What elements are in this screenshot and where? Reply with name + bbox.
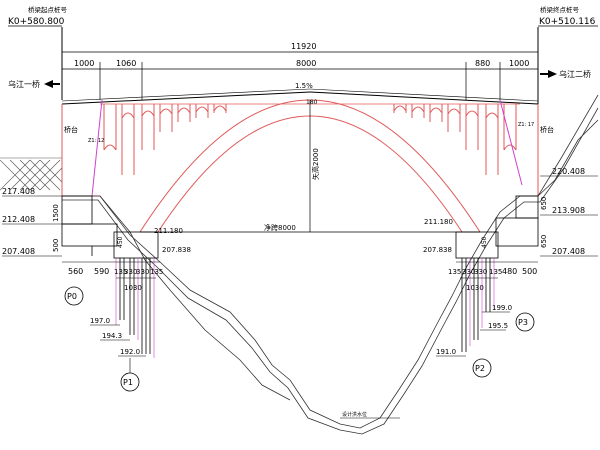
station-caption-right: 桥梁终点桩号 — [540, 5, 580, 14]
pile-elevations-right — [436, 311, 510, 357]
arch-structure — [61, 99, 539, 233]
pier-left-1: 135 — [114, 268, 127, 276]
arrow-right-icon — [548, 70, 557, 78]
station-right: K0+510.116 — [539, 17, 596, 27]
dim-total: 11920 — [291, 42, 316, 51]
dim-span-left-1: 1000 — [74, 59, 94, 68]
pier-right-1: 135 — [448, 268, 461, 276]
svg-text:设计洪水位: 设计洪水位 — [342, 411, 367, 418]
arch-rise-label: 矢高2000 — [311, 148, 320, 180]
pier-foundation-left — [113, 231, 159, 354]
svg-text:P0: P0 — [67, 292, 77, 301]
elevations-right: 220.408 213.908 207.408 650 650 — [540, 167, 598, 257]
svg-text:P1: P1 — [123, 378, 133, 387]
dim-span-main: 8000 — [296, 59, 316, 68]
station-left: K0+580.800 — [8, 17, 65, 27]
found-height-left: 450 — [117, 236, 124, 248]
pile-left-3: 192.0 — [120, 348, 140, 356]
pier-width-left: 1030 — [124, 284, 142, 292]
ground-note: 设计洪水位 — [340, 411, 400, 419]
pier-right-3: 330 — [474, 268, 487, 276]
pier-left-3: 330 — [136, 268, 149, 276]
arch-span-label: 净跨8000 — [264, 223, 296, 232]
pile-right-1: 191.0 — [436, 348, 456, 356]
bridge-deck — [61, 88, 539, 105]
svg-text:217.408: 217.408 — [2, 187, 35, 196]
pile-left-2: 194.3 — [102, 332, 122, 340]
pile-right-3: 195.5 — [488, 322, 508, 330]
pile-left-1: 197.0 — [90, 317, 110, 325]
arrow-left-icon — [44, 80, 53, 88]
arch-crown: 180 — [306, 99, 318, 106]
base-right-2: 500 — [522, 267, 537, 276]
base-left-1: 560 — [68, 267, 83, 276]
pier-note-left: Z1: 12 — [88, 138, 104, 144]
svg-text:乌江一桥: 乌江一桥 — [8, 79, 40, 89]
dim-span-right-1: 1000 — [509, 59, 529, 68]
springing-right: 211.180 — [424, 218, 453, 226]
svg-text:220.408: 220.408 — [552, 167, 585, 176]
springing-left: 211.180 — [154, 227, 183, 235]
pier-width-right: 1030 — [466, 284, 484, 292]
station-caption-left: 桥梁起点桩号 — [28, 5, 68, 14]
svg-text:212.408: 212.408 — [2, 215, 35, 224]
height-right-1: 650 — [540, 197, 548, 210]
pier-right-2: 330 — [462, 268, 475, 276]
pier-foundation-right — [455, 231, 499, 352]
direction-left: 乌江一桥 — [8, 79, 60, 89]
abutment-label-left: 桥台 — [64, 125, 78, 134]
base-left-2: 590 — [94, 267, 109, 276]
dim-span-left-2: 1060 — [116, 59, 136, 68]
svg-text:207.408: 207.408 — [2, 247, 35, 256]
bottom-dimensions — [62, 261, 538, 279]
found-height-right: 450 — [481, 236, 488, 248]
abutment-label-right: 桥台 — [540, 125, 554, 134]
approach-lines — [91, 99, 523, 197]
abutment-left — [61, 195, 118, 256]
rock-hatch-left — [0, 157, 63, 191]
pier-note-right: Z1: 17 — [518, 122, 534, 128]
arch-slope: 1.5% — [295, 82, 313, 90]
elevations-left: 217.408 212.408 207.408 1500 500 — [2, 187, 62, 257]
dim-span-right-2: 880 — [475, 59, 490, 68]
pier-left-4: 135 — [150, 268, 163, 276]
footing-left: 207.838 — [162, 246, 191, 254]
pier-foundation-right-red — [469, 258, 495, 346]
pier-right-4: 135 — [489, 268, 502, 276]
svg-text:P3: P3 — [518, 318, 528, 327]
height-right-2: 650 — [540, 235, 548, 248]
pier-label-p0: P0 — [64, 286, 84, 306]
direction-right: 乌江二桥 — [540, 69, 591, 79]
svg-text:213.908: 213.908 — [552, 206, 585, 215]
svg-text:P2: P2 — [475, 364, 485, 373]
top-dimensions — [62, 51, 538, 100]
pier-label-p1: P1 — [120, 358, 140, 392]
pier-label-p3: P3 — [515, 312, 535, 332]
arch-rise — [140, 100, 480, 233]
pier-label-p2: P2 — [472, 358, 492, 378]
pile-right-2: 199.0 — [492, 304, 512, 312]
pier-foundation-left-red — [115, 258, 155, 358]
ground-profile — [62, 94, 599, 435]
height-left-2: 500 — [52, 239, 60, 252]
pier-left-2: 330 — [124, 268, 137, 276]
station-markers: 桥梁起点桩号 K0+580.800 桥梁终点桩号 K0+510.116 — [8, 5, 598, 108]
svg-text:207.408: 207.408 — [552, 247, 585, 256]
base-right-1: 480 — [502, 267, 517, 276]
svg-text:乌江二桥: 乌江二桥 — [559, 69, 591, 79]
height-left-1: 1500 — [52, 204, 60, 222]
footing-right: 207.838 — [423, 246, 452, 254]
pile-elevations-left — [90, 324, 146, 357]
